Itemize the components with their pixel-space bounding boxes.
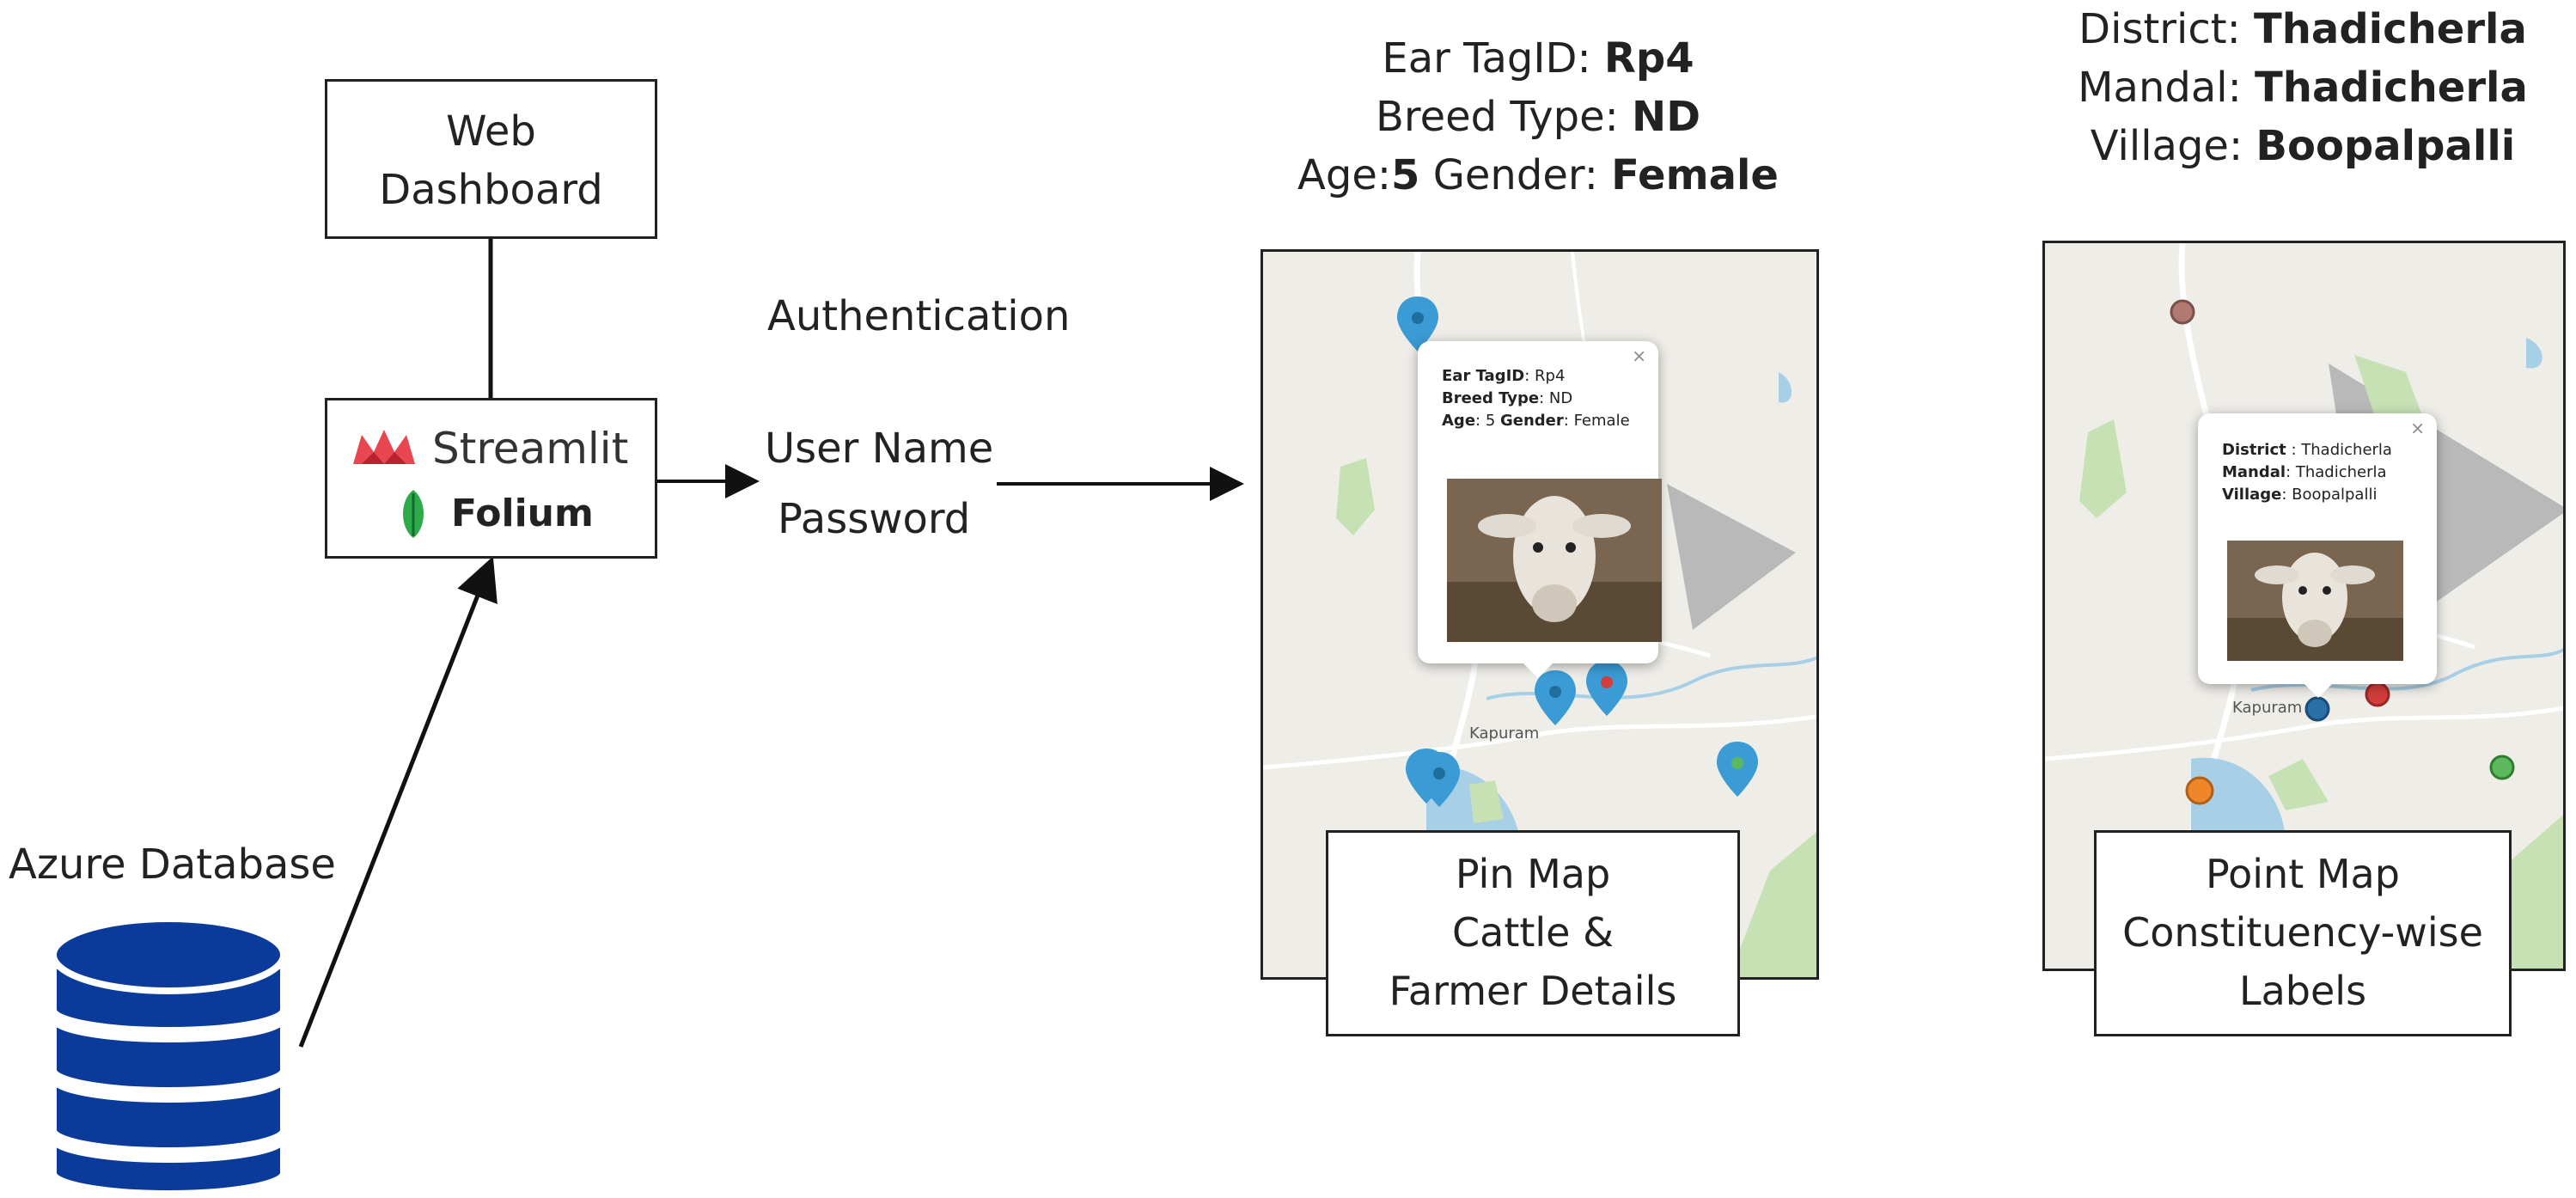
pin-map-caption: Pin Map Cattle & Farmer Details bbox=[1326, 830, 1740, 1036]
point-caption-line2: Constituency-wise bbox=[2122, 909, 2483, 956]
pin-map-popup: × Ear TagID: Rp4 Breed Type: ND Age: 5 G… bbox=[1418, 341, 1662, 678]
popup-mandal-line: Mandal: Thadicherla bbox=[2222, 463, 2387, 481]
point-map-header: District: Thadicherla Mandal: Thadicherl… bbox=[2045, 0, 2561, 175]
popup-breed-line: Breed Type: ND bbox=[1442, 389, 1573, 407]
map-point-marker bbox=[2489, 755, 2515, 780]
database-streamlit-arrow bbox=[298, 556, 497, 1048]
point-header-village: Village: Boopalpalli bbox=[2090, 122, 2516, 170]
map-pin-marker bbox=[1717, 742, 1758, 797]
popup-district-line: District : Thadicherla bbox=[2222, 441, 2392, 459]
pin-header-breed: Breed Type: ND bbox=[1375, 93, 1701, 141]
map-point-marker bbox=[2185, 776, 2214, 805]
cattle-photo bbox=[2227, 541, 2403, 661]
database-icon bbox=[48, 915, 289, 1198]
map-pin-marker bbox=[1535, 670, 1576, 725]
streamlit-folium-box: Streamlit Folium bbox=[325, 398, 657, 559]
popup-village-line: Village: Boopalpalli bbox=[2222, 486, 2378, 504]
pin-map[interactable]: Kapuram × Ear TagID: Rp4 Breed Type: ND … bbox=[1261, 249, 1819, 980]
pin-caption-line1: Pin Map bbox=[1455, 851, 1611, 897]
web-dashboard-line2: Dashboard bbox=[379, 166, 603, 214]
point-header-district: District: Thadicherla bbox=[2079, 5, 2527, 53]
popup-tip bbox=[2303, 682, 2334, 698]
map-point-marker bbox=[2170, 299, 2195, 325]
map-point-marker bbox=[2304, 696, 2330, 722]
point-caption-line1: Point Map bbox=[2206, 851, 2400, 897]
folium-leaf-icon bbox=[396, 488, 430, 543]
map-point-marker bbox=[2365, 682, 2390, 707]
point-map-popup: × District : Thadicherla Mandal: Thadich… bbox=[2198, 413, 2437, 698]
auth-username: User Name bbox=[765, 425, 994, 473]
pin-header-age-gender: Age:5 Gender: Female bbox=[1297, 151, 1779, 199]
pin-caption-line3: Farmer Details bbox=[1389, 968, 1677, 1014]
azure-database-label: Azure Database bbox=[9, 840, 336, 889]
popup-close-icon[interactable]: × bbox=[2410, 418, 2425, 438]
map-pin-marker bbox=[1397, 296, 1438, 351]
pin-caption-line2: Cattle & bbox=[1452, 909, 1614, 956]
map-label-kapuram: Kapuram bbox=[2232, 699, 2303, 717]
streamlit-crown-icon bbox=[350, 426, 418, 473]
map-pin-marker bbox=[1419, 752, 1460, 807]
cattle-photo bbox=[1447, 479, 1662, 642]
popup-close-icon[interactable]: × bbox=[1632, 345, 1646, 366]
map-pin-marker bbox=[1586, 661, 1627, 716]
popup-age-gender-line: Age: 5 Gender: Female bbox=[1442, 412, 1630, 430]
folium-label: Folium bbox=[451, 492, 594, 535]
pin-map-header: Ear TagID: Rp4 Breed Type: ND Age:5 Gend… bbox=[1203, 29, 1873, 205]
pin-header-ear: Ear TagID: Rp4 bbox=[1382, 34, 1694, 83]
popup-tip bbox=[1521, 661, 1555, 678]
point-header-mandal: Mandal: Thadicherla bbox=[2078, 64, 2528, 112]
streamlit-label: Streamlit bbox=[432, 424, 629, 474]
map-label-kapuram: Kapuram bbox=[1469, 724, 1540, 743]
web-dashboard-line1: Web bbox=[446, 107, 536, 156]
auth-title: Authentication bbox=[767, 292, 1071, 340]
popup-ear-line: Ear TagID: Rp4 bbox=[1442, 367, 1566, 385]
point-map-caption: Point Map Constituency-wise Labels bbox=[2094, 830, 2512, 1036]
auth-password: Password bbox=[778, 495, 971, 543]
point-caption-line3: Labels bbox=[2238, 968, 2367, 1014]
web-dashboard-box: Web Dashboard bbox=[325, 79, 657, 239]
